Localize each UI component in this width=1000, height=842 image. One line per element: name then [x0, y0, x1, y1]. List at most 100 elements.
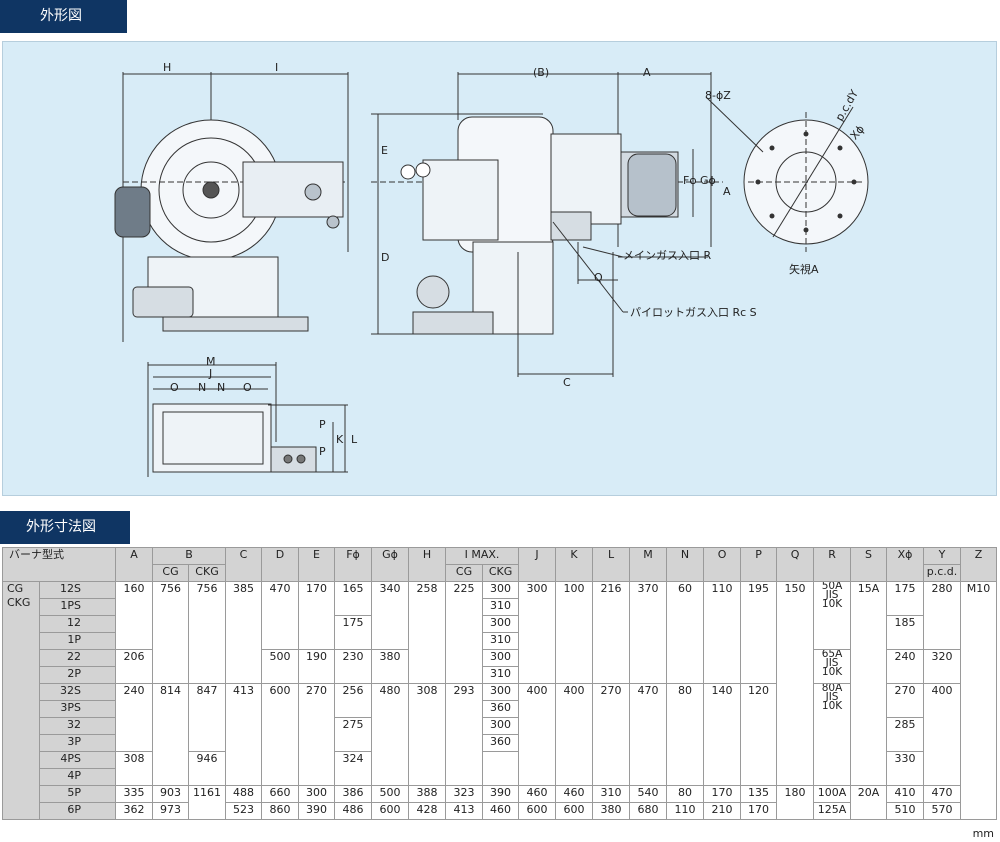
- label-b: (B): [533, 66, 550, 79]
- table-cell: 600: [371, 802, 410, 820]
- model-cell: 4P: [39, 768, 116, 786]
- table-cell: 125A: [813, 802, 852, 820]
- table-cell: 847: [187, 683, 227, 752]
- label-i: I: [275, 61, 279, 74]
- table-cell: 140: [703, 683, 742, 786]
- table-cell: 175: [886, 581, 925, 616]
- table-row: 4P: [3, 768, 997, 786]
- table-row: 6P 362 973 523 860 390 486 600 428 413 4…: [3, 802, 997, 820]
- table-cell: 180: [776, 785, 815, 820]
- table-cell: 470: [261, 581, 300, 650]
- table-cell: 973: [152, 802, 189, 820]
- table-cell: 814: [152, 683, 189, 786]
- header-y-sub: p.c.d.: [923, 564, 962, 582]
- header-i: I MAX.: [445, 547, 520, 565]
- label-h: H: [163, 61, 172, 74]
- model-cell: 1P: [39, 632, 116, 650]
- unit-label: mm: [972, 827, 994, 840]
- label-j: J: [209, 367, 213, 380]
- table-cell: 320: [923, 649, 962, 684]
- label-d: D: [381, 251, 390, 264]
- table-cell: 110: [666, 802, 705, 820]
- table-cell: 160: [115, 581, 153, 650]
- table-cell: 388: [408, 785, 447, 803]
- table-cell: 300: [482, 615, 520, 633]
- table-cell: 150: [776, 581, 815, 786]
- table-cell: 256: [334, 683, 373, 718]
- table-cell: 285: [886, 717, 925, 752]
- header-r: R: [813, 547, 852, 582]
- table-cell: 380: [592, 802, 631, 820]
- table-cell: 360: [482, 734, 520, 752]
- series-ckg: CKG: [7, 596, 31, 609]
- label-e: E: [381, 144, 388, 157]
- series-cg: CG: [7, 582, 24, 596]
- table-cell: 100A: [813, 785, 852, 803]
- table-cell: 680: [629, 802, 668, 820]
- table-cell: 300: [482, 581, 520, 599]
- header-f: Fϕ: [334, 547, 373, 582]
- table-cell: 300: [518, 581, 557, 684]
- table-cell: 385: [225, 581, 263, 684]
- table-cell: 660: [261, 785, 300, 803]
- table-cell: 60: [666, 581, 705, 684]
- model-cell: 12S: [39, 581, 116, 599]
- table-cell: 300: [298, 785, 336, 803]
- table-cell: 903: [152, 785, 189, 803]
- table-cell: M10: [960, 581, 998, 820]
- header-b-ckg: CKG: [187, 564, 227, 582]
- table-cell: 300: [482, 649, 520, 667]
- table-cell: 185: [886, 615, 925, 650]
- header-z: Z: [960, 547, 998, 582]
- r-rating: 10K: [821, 598, 843, 610]
- header-o: O: [703, 547, 742, 582]
- table-cell: 488: [225, 785, 263, 803]
- table-cell: 15A: [850, 581, 888, 786]
- table-cell: 240: [115, 683, 153, 752]
- header-p: P: [740, 547, 778, 582]
- header-x: Xϕ: [886, 547, 925, 582]
- r-rating: 10K: [821, 666, 843, 678]
- table-cell: 300: [482, 717, 520, 735]
- header-j: J: [518, 547, 557, 582]
- label-p2: P: [319, 445, 326, 458]
- table-row: 1P 310: [3, 632, 997, 650]
- table-cell: 460: [555, 785, 594, 803]
- label-q: Q: [594, 271, 603, 284]
- table-cell: 293: [445, 683, 484, 786]
- table-cell: 400: [518, 683, 557, 786]
- header-e: E: [298, 547, 336, 582]
- model-cell: 32S: [39, 683, 116, 701]
- table-cell: 80: [666, 785, 705, 803]
- table-cell: 370: [629, 581, 668, 684]
- table-cell: 510: [886, 802, 925, 820]
- header-a: A: [115, 547, 153, 582]
- table-cell: 340: [371, 581, 410, 650]
- table-cell: 195: [740, 581, 778, 684]
- table-cell: 570: [923, 802, 962, 820]
- table-cell: 323: [445, 785, 484, 803]
- section-title-outline: 外形図: [0, 0, 127, 33]
- label-pilot-gas-inlet: パイロットガス入口 Rc S: [630, 306, 757, 319]
- table-cell: 330: [886, 751, 925, 786]
- table-cell: 300: [482, 683, 520, 701]
- table-cell: 1161: [187, 785, 227, 820]
- table-cell: 756: [152, 581, 189, 684]
- model-cell: 22: [39, 649, 116, 667]
- r-size: 80A: [821, 683, 843, 694]
- table-cell: 308: [408, 683, 447, 786]
- label-m: M: [206, 355, 216, 368]
- table-cell: 170: [298, 581, 336, 650]
- label-l: L: [351, 433, 358, 446]
- label-main-gas-inlet: メインガス入口 R: [623, 249, 712, 262]
- model-cell: 32: [39, 717, 116, 735]
- table-cell: 390: [298, 802, 336, 820]
- table-cell: 523: [225, 802, 263, 820]
- model-cell: 3P: [39, 734, 116, 752]
- table-cell: 270: [298, 683, 336, 786]
- table-cell: 110: [703, 581, 742, 684]
- header-i-ckg: CKG: [482, 564, 520, 582]
